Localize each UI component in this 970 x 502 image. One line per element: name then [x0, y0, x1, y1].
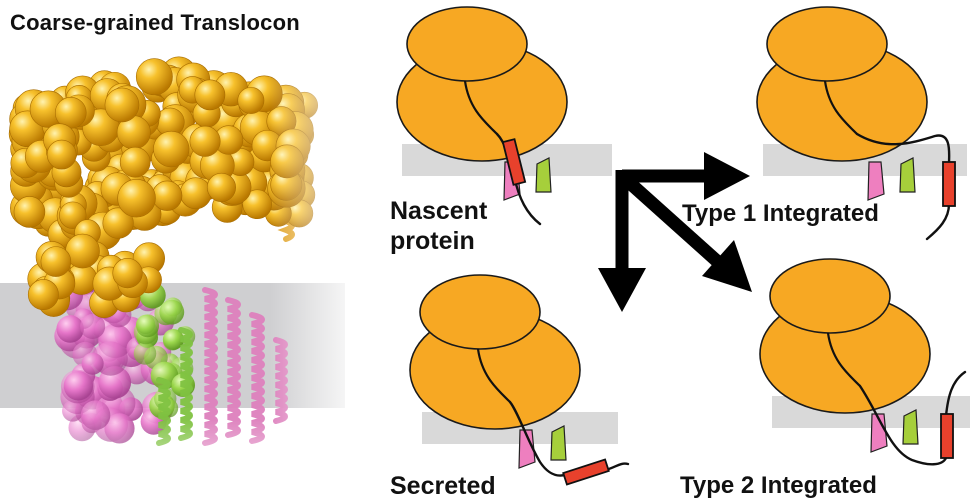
lateral-gate-green: [550, 425, 567, 461]
pink-bead: [56, 315, 84, 343]
green-bead: [136, 314, 160, 338]
ribosome-bead: [206, 172, 236, 202]
lateral-gate-green: [535, 157, 552, 193]
ribosome-small-subunit: [406, 6, 528, 82]
ribosome-bead: [194, 79, 226, 111]
signal-anchor-segment: [940, 413, 954, 459]
ribosome-bead: [46, 139, 77, 170]
ribosome-bead: [13, 196, 46, 228]
ribosome-small-subunit: [766, 6, 888, 82]
nascent-chain-internal: [823, 80, 858, 135]
pink-bead: [81, 352, 104, 375]
pink-bead: [62, 400, 84, 422]
nascent-chain: [858, 370, 967, 466]
ribosome-bead: [117, 178, 156, 218]
lateral-gate-green: [899, 157, 916, 193]
signal-anchor-segment: [942, 161, 956, 207]
arrowhead-type2: [702, 240, 752, 292]
ribosome-bead: [119, 146, 151, 178]
signal-anchor-segment: [501, 138, 527, 186]
schematic-states: [396, 6, 970, 486]
ribosome-bead: [104, 87, 140, 123]
ribosome-bead: [112, 257, 143, 289]
pink-bead: [63, 371, 94, 401]
ribosome-small-subunit: [419, 274, 541, 350]
state-arrows: [598, 152, 752, 312]
alpha-helix: [202, 287, 218, 446]
ribosome-bead: [59, 201, 87, 229]
arrowhead-type1: [704, 152, 750, 200]
coarse-grained-model: [0, 56, 350, 502]
state-secreted: [409, 274, 630, 486]
lateral-gate-pink: [867, 161, 885, 201]
alpha-helix: [225, 297, 241, 438]
nascent-chain-internal: [826, 332, 861, 387]
pink-bead: [80, 313, 106, 339]
lateral-gate-pink: [870, 413, 888, 453]
ribosome-bead: [189, 125, 221, 157]
arrow-to-type2: [617, 171, 723, 267]
ribosome-bead: [40, 246, 72, 277]
state-type1-integrated: [756, 6, 967, 241]
nascent-chain-internal: [476, 348, 511, 403]
label-type2-integrated: Type 2 Integrated: [680, 472, 877, 499]
nascent-chain: [855, 132, 951, 241]
ribosome-bead: [153, 130, 190, 168]
label-secreted: Secreted: [390, 472, 496, 500]
ribosome-bead: [179, 177, 212, 210]
figure-title: Coarse-grained Translocon: [10, 10, 300, 35]
ribosome-bead: [237, 87, 265, 114]
arrowhead-secreted: [598, 268, 646, 312]
fade-bottom: [0, 420, 345, 502]
lateral-gate-pink: [518, 429, 536, 469]
ribosome-bead: [151, 180, 183, 211]
green-bead: [159, 299, 185, 325]
fade-right: [270, 60, 350, 480]
nascent-chain-internal: [463, 80, 498, 135]
state-type2-integrated: [759, 258, 970, 466]
ribosome-small-subunit: [769, 258, 891, 334]
green-bead: [162, 328, 184, 350]
ribosome-bead: [135, 58, 173, 96]
label-type1-integrated: Type 1 Integrated: [682, 200, 879, 227]
lateral-gate-green: [902, 409, 919, 445]
ribosome-bead: [102, 207, 134, 239]
green-bead: [133, 342, 157, 365]
ribosome-bead: [27, 279, 59, 311]
signal-anchor-segment: [562, 458, 610, 486]
state-nascent-protein: [396, 6, 612, 226]
